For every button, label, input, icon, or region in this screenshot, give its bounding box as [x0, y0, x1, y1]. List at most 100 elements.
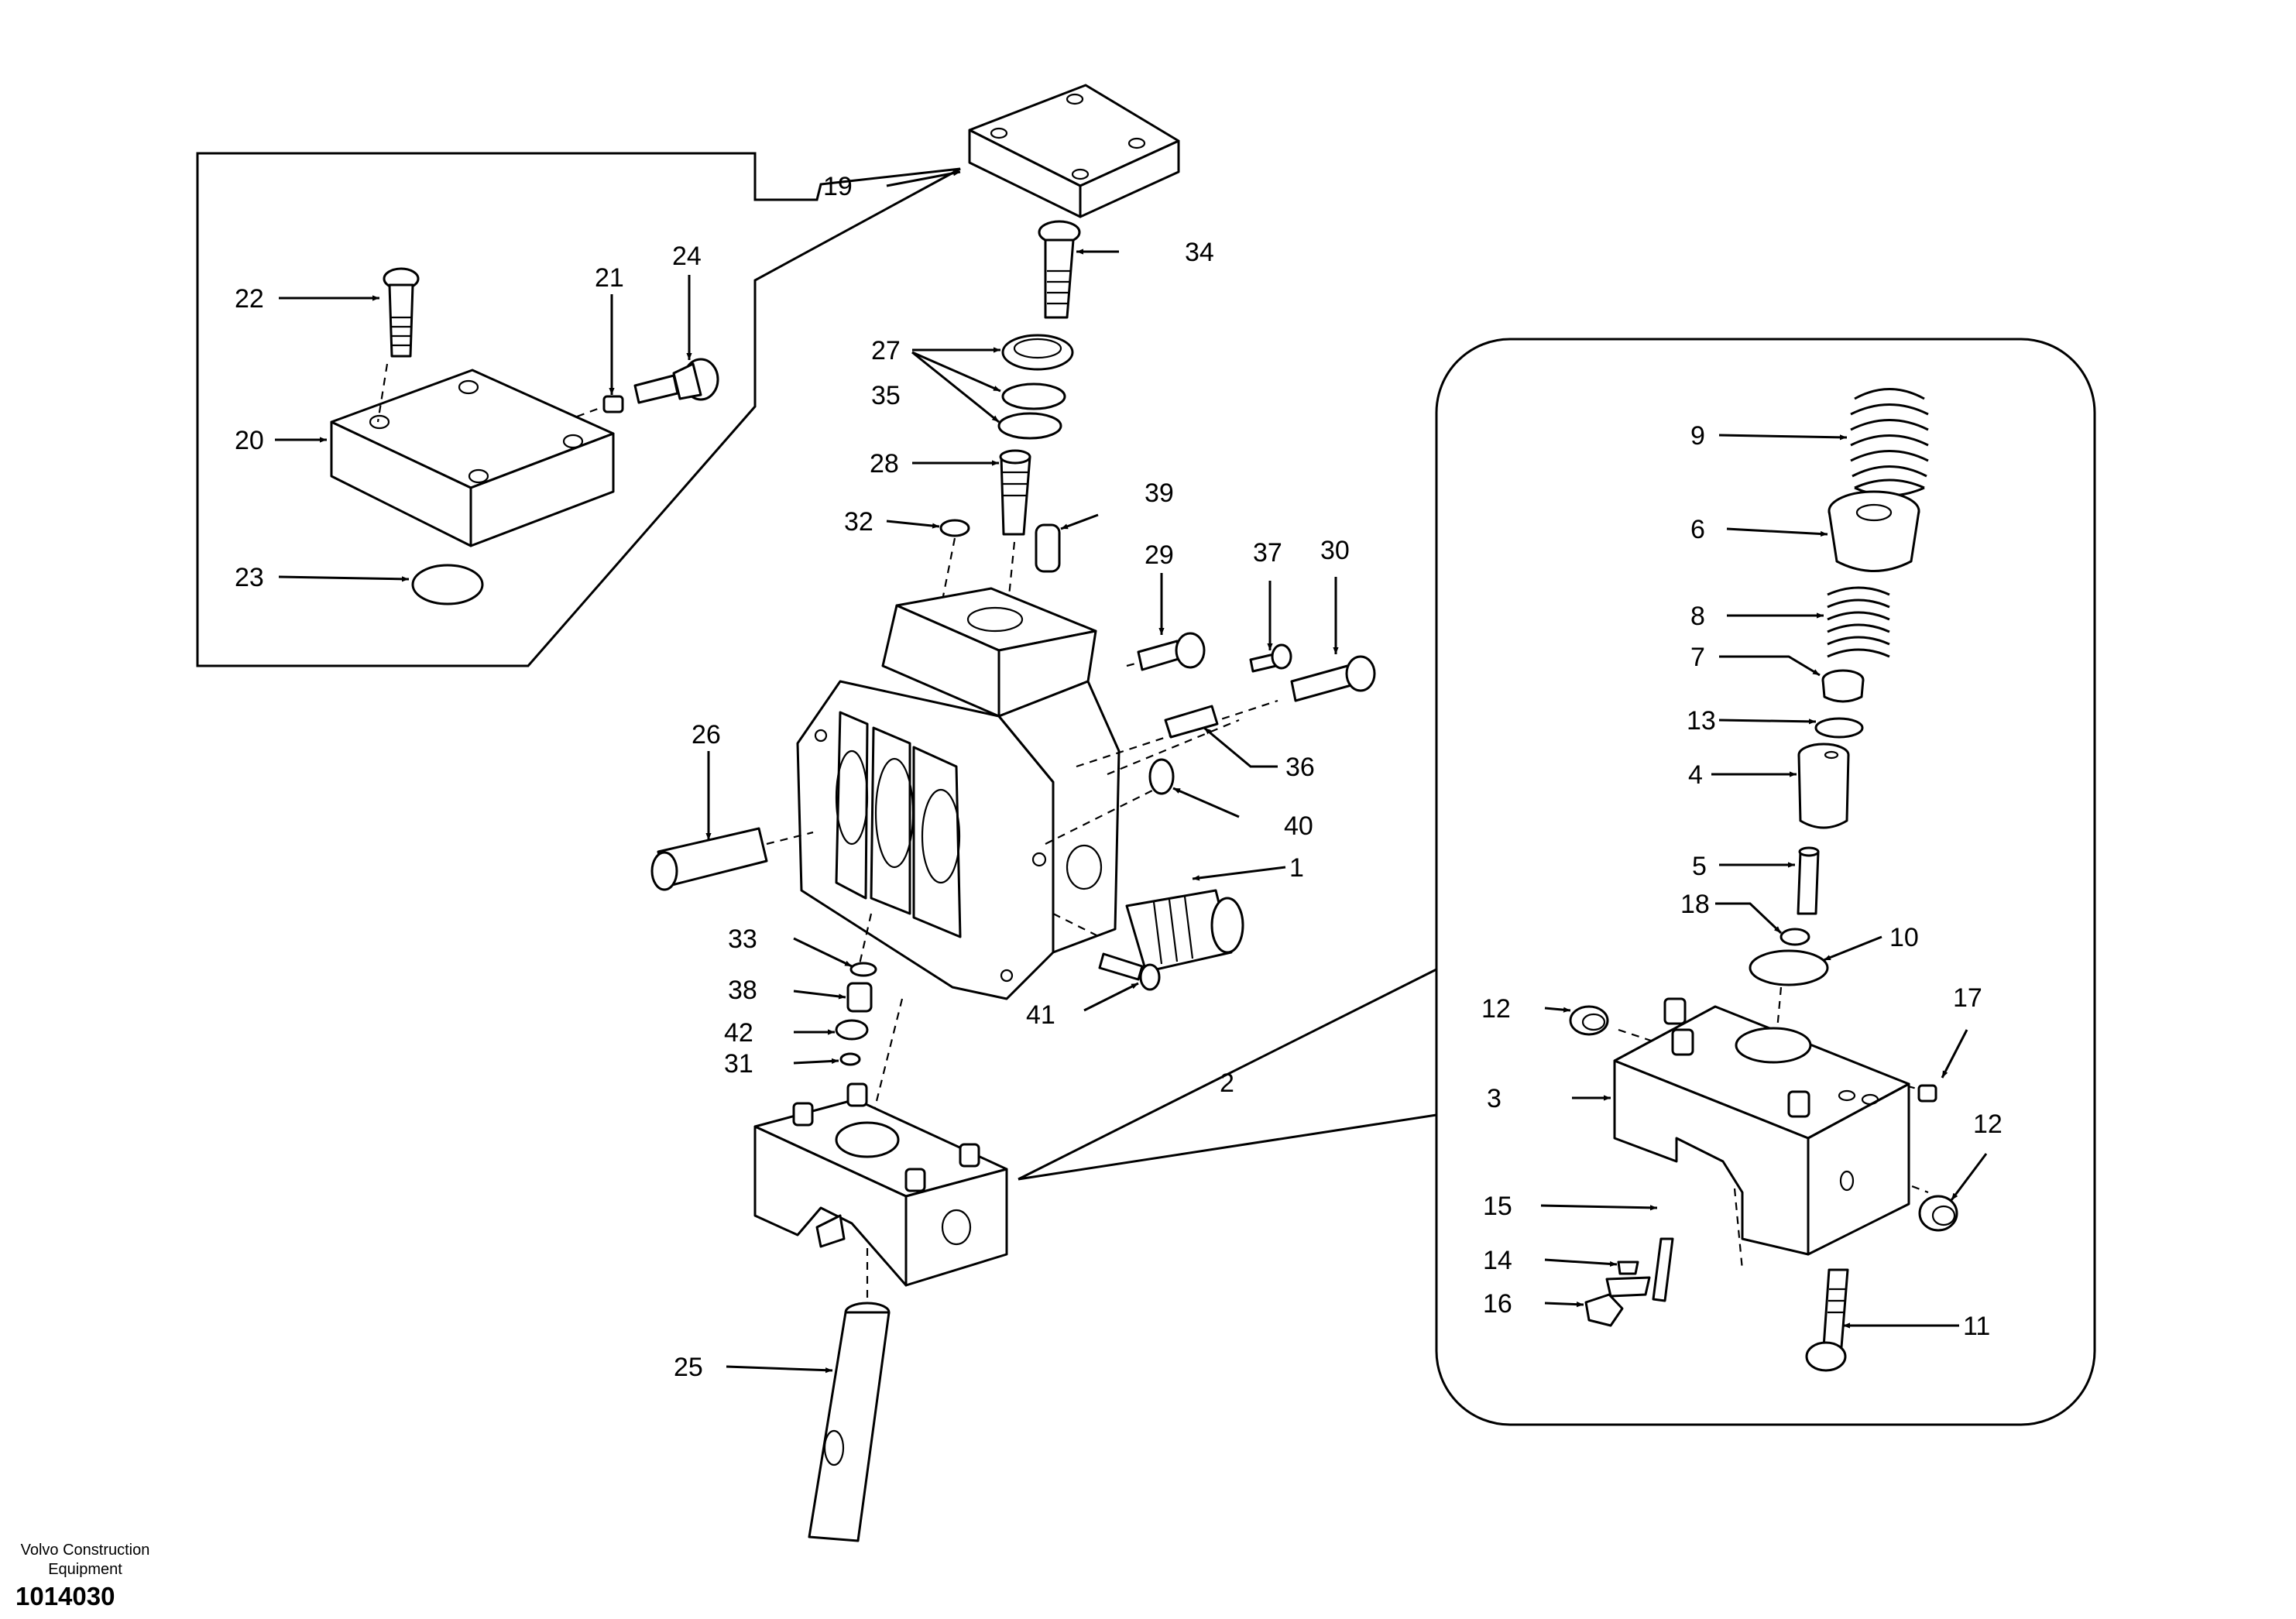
part-4-sleeve: [1797, 743, 1850, 829]
callout-26: 26: [692, 720, 721, 749]
part-3-valve-block: [1613, 997, 1910, 1256]
part-14-fitting: [1605, 1261, 1651, 1298]
part-21-plug: [576, 395, 624, 418]
callout-22: 22: [235, 284, 264, 314]
part-5-spool: [1797, 846, 1820, 915]
callout-29: 29: [1145, 540, 1174, 570]
callout-33: 33: [728, 924, 757, 954]
callout-4: 4: [1688, 760, 1703, 790]
manufacturer-line-1: Volvo Construction: [20, 1542, 150, 1559]
part-7-stopper: [1821, 669, 1865, 703]
callout-24: 24: [672, 242, 702, 271]
callout-21: 21: [595, 263, 624, 293]
callout-15: 15: [1483, 1192, 1512, 1221]
part-13-snap-ring: [1814, 717, 1864, 739]
part-28-spool: [999, 449, 1031, 536]
callout-7: 7: [1690, 643, 1705, 672]
callout-10: 10: [1889, 923, 1919, 952]
callout-18: 18: [1680, 890, 1710, 919]
callout-38: 38: [728, 976, 757, 1005]
part-16-nut: [1584, 1293, 1624, 1327]
callout-25: 25: [674, 1353, 703, 1382]
dash-stack-axis: [942, 537, 1016, 605]
part-10-o-ring: [1749, 949, 1829, 986]
part-35-ring-upper: [1001, 382, 1066, 410]
part-33-o-ring: [849, 962, 877, 977]
part-29-bolt: [1137, 632, 1206, 671]
part-42-washer: [835, 1019, 869, 1041]
callout-14: 14: [1483, 1246, 1512, 1275]
callout-9: 9: [1690, 421, 1705, 451]
part-19-cover-plate: [968, 84, 1180, 218]
callout-31: 31: [724, 1049, 753, 1079]
leader-callout-2: [1018, 968, 1437, 1181]
callout-6: 6: [1690, 515, 1705, 544]
callout-42: 42: [724, 1018, 753, 1048]
callout-11: 11: [1963, 1312, 1990, 1341]
part-41-bolt: [1098, 952, 1161, 991]
part-39-pin: [1035, 523, 1061, 573]
part-32-o-ring: [939, 519, 970, 537]
part-12-plug-upper: [1569, 1005, 1609, 1036]
part-2-valve-block: [753, 1082, 1008, 1287]
callout-27: 27: [871, 336, 901, 365]
part-22-bolt: [376, 267, 420, 423]
callout-12-lower: 12: [1973, 1110, 2003, 1139]
part-18-o-ring: [1779, 928, 1810, 946]
callout-2: 2: [1220, 1068, 1234, 1098]
part-11-bolt: [1805, 1268, 1849, 1372]
part-20-cover-plate: [330, 369, 615, 547]
part-17-plug: [1917, 1084, 1937, 1103]
callout-20: 20: [235, 426, 264, 455]
part-34-bolt: [1038, 220, 1081, 319]
part-8-spring: [1827, 586, 1890, 658]
callout-41: 41: [1026, 1000, 1055, 1030]
part-27-spring-cap: [1001, 334, 1074, 371]
callout-23: 23: [235, 563, 264, 592]
leader-arrows: [275, 170, 1988, 1374]
part-38-plug: [846, 982, 873, 1013]
callout-labels: 1 2 3 4 5 6 7 8 9 10 11 12 12 13 14 15 1…: [235, 172, 2003, 1382]
part-30-bolt: [1290, 655, 1376, 702]
part-15-pin: [1652, 1237, 1674, 1302]
detail-frame-right: [1435, 338, 2096, 1426]
part-6-spring-seat: [1828, 490, 1920, 572]
dash-right-axis: [1618, 986, 1929, 1271]
callout-1: 1: [1289, 853, 1304, 883]
part-25-sleeve: [808, 1302, 891, 1542]
part-31-o-ring: [839, 1052, 861, 1066]
callout-8: 8: [1690, 602, 1705, 631]
callout-39: 39: [1145, 478, 1174, 508]
part-9-spring: [1850, 388, 1929, 497]
manufacturer-label: Volvo Construction Equipment: [0, 1541, 170, 1580]
callout-34: 34: [1185, 238, 1214, 267]
callout-35: 35: [871, 381, 901, 410]
callout-16: 16: [1483, 1289, 1512, 1319]
manufacturer-line-2: Equipment: [48, 1561, 122, 1578]
drawing-number: 1014030: [15, 1582, 115, 1610]
part-37-bolt: [1249, 643, 1292, 673]
part-40-o-ring: [1148, 758, 1175, 795]
callout-17: 17: [1953, 983, 1982, 1013]
callout-13: 13: [1687, 706, 1716, 736]
callout-12-upper: 12: [1481, 994, 1511, 1024]
part-26-plug: [650, 827, 814, 891]
detail-frame-left: [196, 152, 961, 667]
callout-30: 30: [1320, 536, 1350, 565]
part-24-fitting: [633, 358, 719, 404]
callout-40: 40: [1284, 811, 1313, 841]
callout-28: 28: [870, 449, 899, 478]
part-35-ring-lower: [997, 412, 1062, 440]
part-main-housing: [796, 587, 1121, 1000]
callout-32: 32: [844, 507, 873, 537]
part-36-pin: [1164, 705, 1219, 739]
callout-19: 19: [823, 172, 853, 201]
callout-5: 5: [1692, 852, 1707, 881]
callout-36: 36: [1285, 753, 1315, 782]
part-23-o-ring: [411, 564, 484, 605]
callout-37: 37: [1253, 538, 1282, 568]
part-1-relief-valve: [1125, 889, 1244, 973]
callout-3: 3: [1487, 1084, 1501, 1113]
part-12-plug-lower: [1918, 1195, 1958, 1232]
